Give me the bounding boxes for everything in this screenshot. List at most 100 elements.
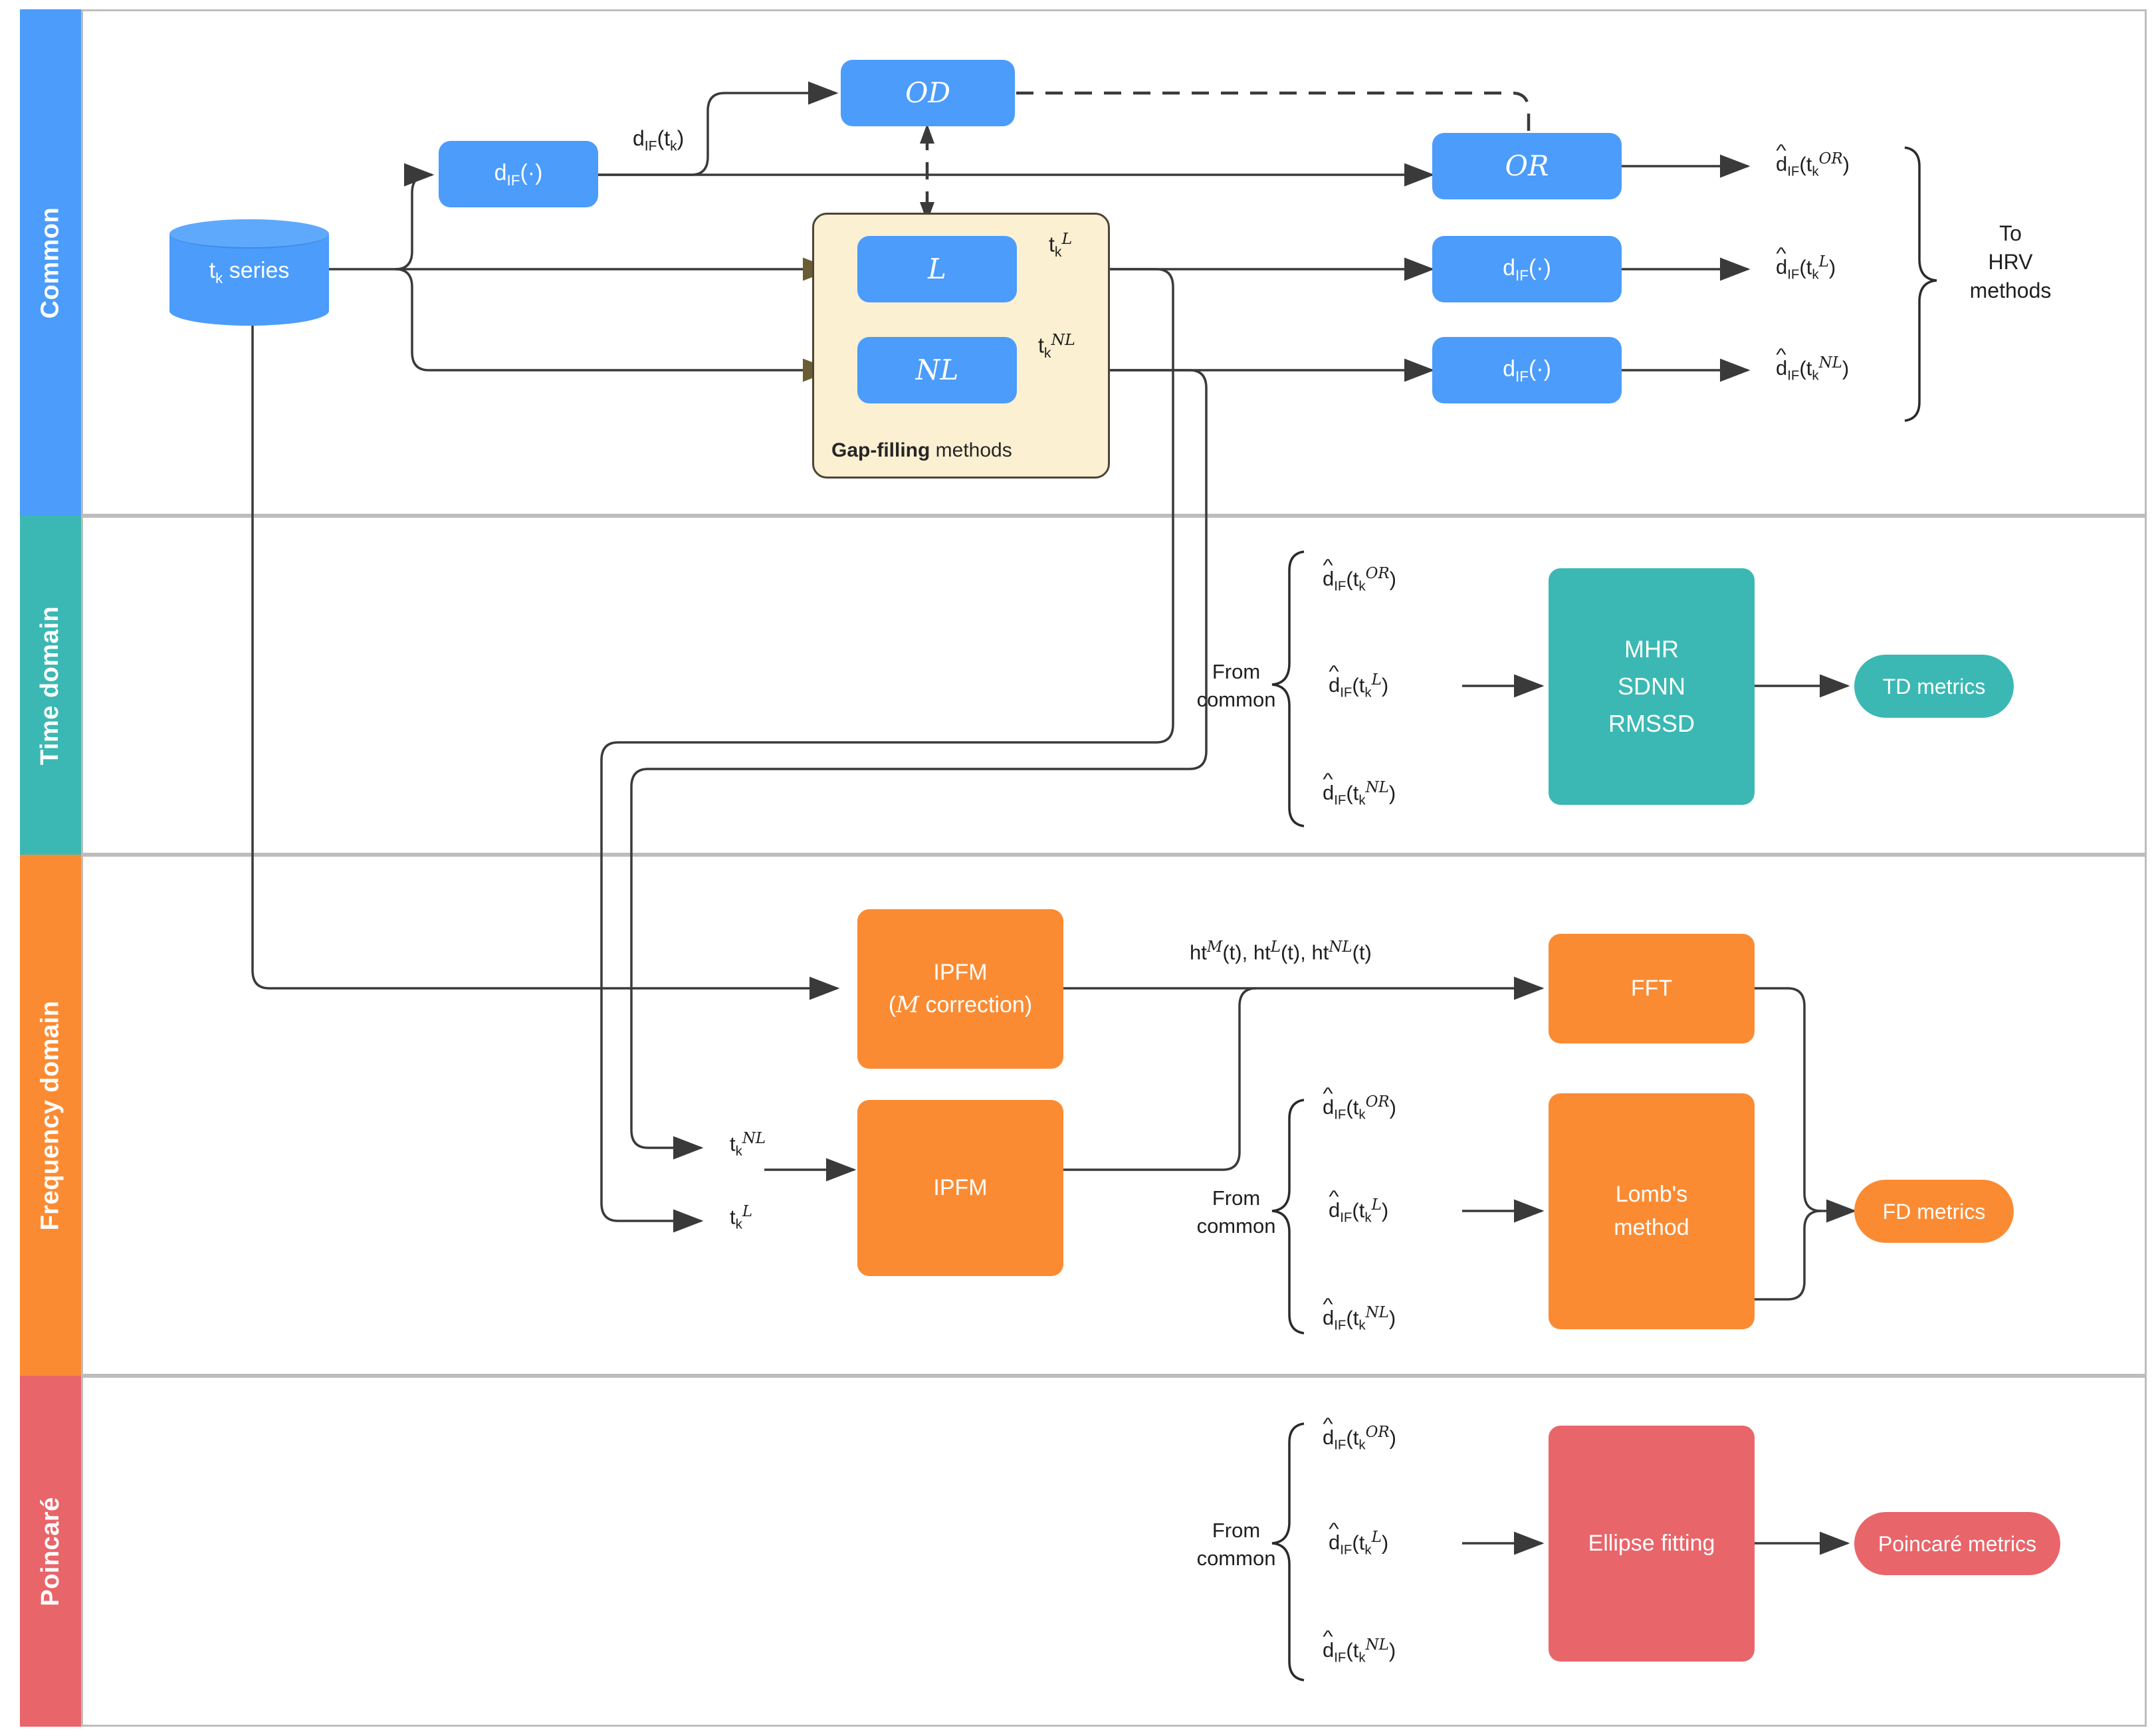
node-outlier-replacement[interactable]: OR [1432,133,1622,199]
time-input-or: dIF(tkOR) [1323,565,1396,595]
pc-in0-base: d [1323,1426,1334,1449]
pc-in2-sub2: k [1358,1650,1366,1666]
td-in2-sub: IF [1334,792,1347,808]
out-or-sub2: k [1812,163,1819,179]
pc-in2-close: ) [1388,1638,1396,1662]
band-frame-time [81,516,2147,855]
out-or-sup: OR [1818,150,1843,167]
dif-right2-base: d [1503,356,1515,381]
out-nl-close: ) [1842,356,1850,380]
td-metrics-label: TD metrics [1882,674,1986,699]
fd-label-tk-nonlinear: tkNL [730,1130,766,1160]
fd-in2-sup: NL [1365,1304,1389,1321]
output-label-nonlinear: dIF(tkNL) [1776,354,1849,384]
band-label-time: Time domain [20,516,81,855]
band-label-common-text: Common [36,207,64,318]
pc-input-or: dIF(tkOR) [1323,1424,1396,1454]
ellipse-fitting-label: Ellipse fitting [1588,1531,1715,1557]
fd-in0-sub2: k [1358,1107,1366,1123]
node-lomb-method[interactable]: Lomb's method [1549,1093,1755,1329]
dif-right2-sub: IF [1515,368,1529,385]
out-or-close: ) [1842,152,1850,176]
ht0-base: ht [1190,940,1207,964]
edge-label-tk-nonlinear: tkNL [1038,330,1075,362]
pc-in1-sup: L [1371,1529,1382,1546]
fd-label-tk-linear: tkL [730,1203,752,1233]
node-gapfill-nonlinear[interactable]: NL [857,337,1017,403]
fd-in1-open: (t [1352,1198,1365,1222]
to-hrv-line2: HRV [1988,250,2033,274]
node-time-domain-metrics-processor[interactable]: MHR SDNN RMSSD [1549,568,1755,805]
band-frame-common [81,9,2147,516]
ipfm-m-open: ( [888,992,897,1018]
node-poincare-metrics-output[interactable]: Poincaré metrics [1854,1512,2060,1575]
tkL-sub: k [1054,245,1062,261]
tkL-base: t [1049,232,1055,257]
node-ipfm-plain[interactable]: IPFM [857,1100,1063,1276]
poincare-metrics-label: Poincaré metrics [1878,1531,2037,1556]
td-in2-open: (t [1346,781,1359,805]
fd-tkL-base: t [730,1205,736,1229]
node-dif-right-nonlinear[interactable]: dIF(·) [1432,337,1622,403]
out-nl-sub: IF [1787,368,1800,383]
gapfill-linear-label: L [928,252,946,285]
dif-left-rest: (·) [520,160,543,185]
td-in1-close: ) [1381,673,1389,697]
pc-in0-open: (t [1346,1426,1359,1450]
pc-from-common-line1: From [1212,1519,1261,1542]
td-in2-sub2: k [1358,792,1366,808]
pc-in1-close: ) [1381,1531,1389,1555]
dif-left-base: d [494,160,507,185]
out-nl-sub2: k [1812,368,1819,383]
node-outlier-detection[interactable]: OD [841,60,1015,126]
td-in1-sup: L [1371,671,1382,689]
td-in2-sup: NL [1365,779,1389,796]
fd-in1-sub: IF [1340,1210,1352,1226]
td-in0-close: ) [1389,567,1396,591]
gapfill-nonlinear-label: NL [915,353,959,386]
fd-in0-base: d [1323,1095,1334,1119]
ipfm-m-line1: IPFM [933,959,988,985]
pc-in2-base: d [1323,1638,1334,1662]
fd-tkNL-sub: k [735,1143,742,1159]
pc-in0-sup: OR [1365,1424,1390,1441]
lomb-line2: method [1614,1214,1689,1240]
node-ellipse-fitting[interactable]: Ellipse fitting [1549,1426,1755,1662]
fd-in2-close: ) [1388,1306,1396,1330]
pc-in2-open: (t [1346,1638,1359,1662]
band-label-time-text: Time domain [36,605,64,765]
node-dif-left[interactable]: dIF(·) [439,141,598,207]
band-label-common: Common [20,9,81,516]
tk-series-sub: k [215,269,223,286]
fd-in2-base: d [1323,1306,1334,1329]
td-in0-sub2: k [1358,578,1366,594]
dif-left-sub: IF [506,171,520,189]
output-label-or: dIF(tkOR) [1776,150,1850,180]
node-gapfill-linear[interactable]: L [857,236,1017,302]
ht2-sup: NL [1329,938,1352,956]
fd-in1-sub2: k [1364,1210,1372,1226]
fd-metrics-label: FD metrics [1882,1199,1986,1224]
or-label: OR [1505,149,1549,182]
time-input-nonlinear: dIF(tkNL) [1323,779,1396,809]
datastore-tk-series: tk series [169,219,329,326]
node-fd-metrics-output[interactable]: FD metrics [1854,1180,2014,1243]
td-in0-sup: OR [1365,565,1390,582]
fd-input-linear: dIF(tkL) [1329,1196,1388,1226]
pc-in1-base: d [1329,1531,1340,1554]
pc-in2-sub: IF [1334,1650,1347,1666]
node-fft[interactable]: FFT [1549,934,1755,1043]
edge-dif-open: (t [657,126,671,150]
td-proc-line3: RMSSD [1608,709,1695,737]
node-td-metrics-output[interactable]: TD metrics [1854,655,2014,718]
edge-label-dif-tk: dIF(tk) [633,126,684,154]
edge-dif-close: ) [677,126,685,150]
pc-in0-sub: IF [1334,1437,1347,1453]
node-dif-right-linear[interactable]: dIF(·) [1432,236,1622,302]
td-proc-line1: MHR [1624,635,1679,663]
time-from-common-line1: From [1212,660,1261,683]
node-ipfm-m-correction[interactable]: IPFM (M correction) [857,909,1063,1069]
edge-label-tk-linear: tkL [1049,229,1072,261]
to-hrv-methods-label: To HRV methods [1931,219,2090,306]
